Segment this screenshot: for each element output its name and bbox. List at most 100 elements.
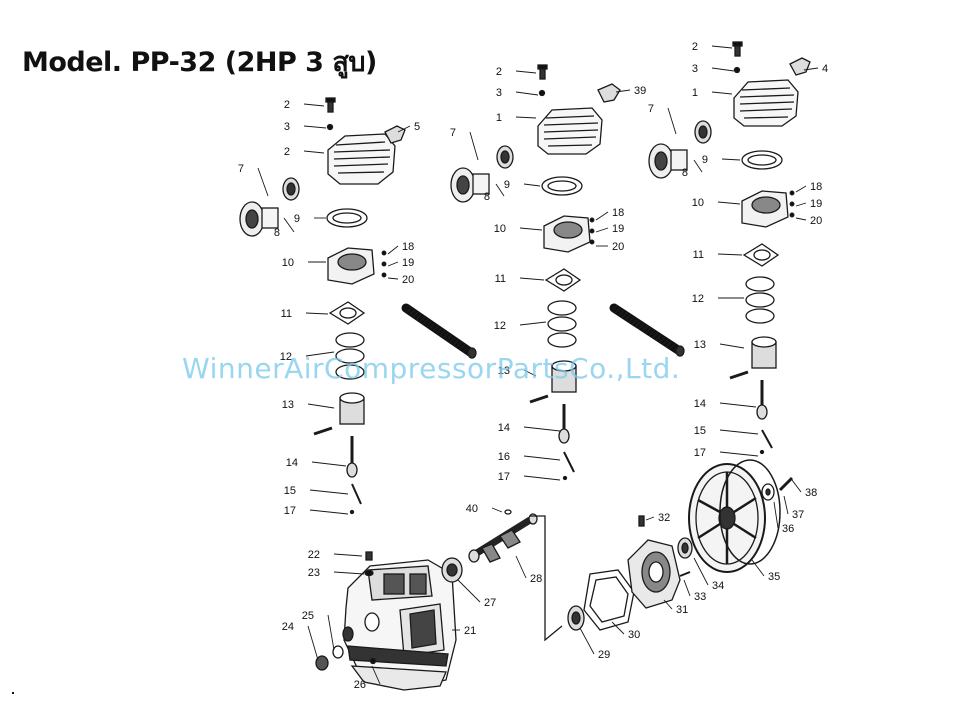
callout-label-15: 15 xyxy=(694,425,706,437)
callout-leader-25 xyxy=(327,614,335,651)
callout-label-3: 3 xyxy=(496,87,502,99)
callout-label-13: 13 xyxy=(282,399,294,411)
callout-label-37: 37 xyxy=(792,509,804,521)
callout-leader-39 xyxy=(615,89,631,93)
corner-dot xyxy=(12,692,14,694)
callout-label-12: 12 xyxy=(692,293,704,305)
callout-label-1: 1 xyxy=(496,112,502,124)
callout-label-17: 17 xyxy=(694,447,706,459)
callout-label-13: 13 xyxy=(694,339,706,351)
callout-leader-22 xyxy=(333,553,363,557)
callout-label-2: 2 xyxy=(692,41,698,53)
callout-leader-19 xyxy=(595,227,609,233)
callout-leader-9 xyxy=(721,158,741,161)
callout-label-7: 7 xyxy=(648,103,654,115)
callout-label-14: 14 xyxy=(498,422,510,434)
flywheel-fasteners xyxy=(761,476,794,501)
callout-leader-11 xyxy=(717,253,743,256)
callout-leader-27 xyxy=(457,579,481,603)
callout-label-19: 19 xyxy=(810,198,822,210)
callout-label-36: 36 xyxy=(782,523,794,535)
callout-leader-2 xyxy=(303,150,325,154)
callout-label-7: 7 xyxy=(450,127,456,139)
callout-leader-15 xyxy=(309,489,349,495)
callout-label-3: 3 xyxy=(284,121,290,133)
bearing-cover xyxy=(627,539,681,609)
callout-label-28: 28 xyxy=(530,573,542,585)
callout-label-34: 34 xyxy=(712,580,724,592)
callout-label-5: 5 xyxy=(414,121,420,133)
callout-label-4: 4 xyxy=(822,63,828,75)
key-40 xyxy=(504,509,563,642)
callout-leader-1 xyxy=(711,91,733,95)
callout-leader-14 xyxy=(523,426,561,432)
callout-leader-17 xyxy=(523,475,561,481)
callout-label-29: 29 xyxy=(598,649,610,661)
callout-leader-17 xyxy=(309,509,349,515)
callout-leader-29 xyxy=(579,627,595,655)
callout-leader-2 xyxy=(515,70,537,74)
crankcase-hardware xyxy=(315,551,377,671)
oil-seal-27 xyxy=(441,557,463,583)
callout-leader-17 xyxy=(719,451,759,457)
callout-leader-18 xyxy=(795,185,807,193)
page-title: Model. PP-32 (2HP 3 สูบ) xyxy=(22,47,377,78)
callout-label-31: 31 xyxy=(676,604,688,616)
callout-label-18: 18 xyxy=(612,207,624,219)
callout-label-8: 8 xyxy=(682,167,688,179)
callout-label-21: 21 xyxy=(464,625,476,637)
callout-leader-36 xyxy=(773,501,779,529)
callout-label-14: 14 xyxy=(694,398,706,410)
callout-label-18: 18 xyxy=(402,241,414,253)
callout-leader-20 xyxy=(387,277,399,280)
callout-label-25: 25 xyxy=(302,610,314,622)
callout-leader-37 xyxy=(783,495,789,515)
callout-leader-3 xyxy=(303,125,327,129)
callout-label-3: 3 xyxy=(692,63,698,75)
callout-leader-3 xyxy=(515,91,539,96)
cylinder-assembly-middle xyxy=(450,64,621,481)
callout-label-9: 9 xyxy=(294,213,300,225)
callout-label-30: 30 xyxy=(628,629,640,641)
callout-label-18: 18 xyxy=(810,181,822,193)
callout-leader-11 xyxy=(305,312,329,315)
callout-leader-10 xyxy=(519,227,543,231)
flywheel xyxy=(688,459,781,573)
callout-label-27: 27 xyxy=(484,597,496,609)
callout-label-11: 11 xyxy=(281,308,292,320)
callout-label-9: 9 xyxy=(702,154,708,166)
callout-label-10: 10 xyxy=(692,197,704,209)
callout-label-12: 12 xyxy=(494,320,506,332)
callout-label-33: 33 xyxy=(694,591,706,603)
callout-leader-12 xyxy=(305,351,335,357)
callout-leader-7 xyxy=(667,107,677,135)
callout-leader-28 xyxy=(515,555,527,579)
callout-leader-13 xyxy=(307,403,335,409)
callout-leader-23 xyxy=(333,571,365,575)
callout-label-39: 39 xyxy=(634,85,646,97)
transfer-tube-right xyxy=(609,303,685,357)
callout-label-19: 19 xyxy=(402,257,414,269)
callout-label-19: 19 xyxy=(612,223,624,235)
callout-leader-26 xyxy=(371,665,381,685)
callout-label-22: 22 xyxy=(308,549,320,561)
callout-label-23: 23 xyxy=(308,567,320,579)
callout-label-20: 20 xyxy=(612,241,624,253)
crankshaft xyxy=(468,513,538,563)
callout-leader-13 xyxy=(523,369,537,377)
callout-label-10: 10 xyxy=(494,223,506,235)
callout-leader-14 xyxy=(719,402,757,408)
callout-leader-7 xyxy=(469,131,479,161)
callout-leader-7 xyxy=(257,167,269,197)
callout-label-15: 15 xyxy=(284,485,296,497)
callout-label-16: 16 xyxy=(498,451,510,463)
callout-leader-8 xyxy=(495,183,505,197)
callout-label-8: 8 xyxy=(274,227,280,239)
callout-label-9: 9 xyxy=(504,179,510,191)
callout-leader-2 xyxy=(303,103,325,107)
watermark: WinnerAirCompressorPartsCo.,Ltd. xyxy=(182,352,681,385)
callout-leader-14 xyxy=(311,461,347,467)
callout-leader-30 xyxy=(611,621,625,635)
